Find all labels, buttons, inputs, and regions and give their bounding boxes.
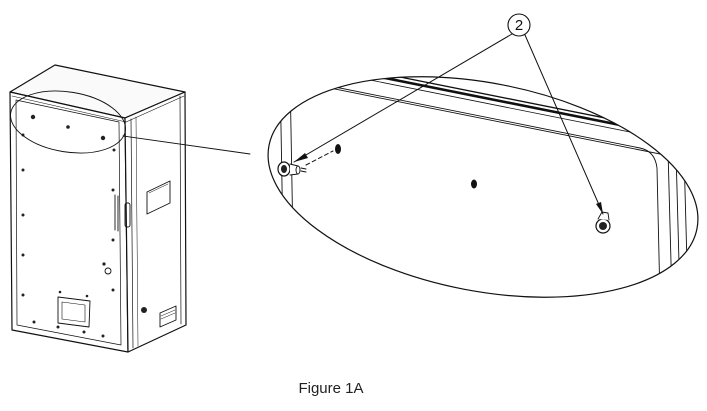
fastener-hole-left — [335, 144, 341, 154]
fastener-hole-center — [471, 179, 477, 189]
label-plate-upper — [146, 180, 171, 215]
front-port — [104, 267, 112, 275]
figure-caption-row: Figure 1A — [0, 380, 707, 397]
side-handle — [124, 202, 131, 228]
cabinet-unit — [9, 64, 187, 353]
screw-right — [595, 211, 611, 234]
detail-marker-ellipse — [10, 90, 126, 154]
magnified-detail — [249, 44, 707, 301]
callout-2 — [293, 13, 604, 215]
figure-caption: Figure 1A — [298, 380, 364, 397]
top-fasteners — [30, 114, 106, 141]
insertion-path — [305, 150, 334, 166]
cabinet-side — [124, 91, 187, 353]
leader-line — [122, 135, 251, 155]
front-fasteners — [21, 133, 116, 338]
screw-left — [277, 161, 307, 177]
access-panel — [57, 296, 91, 328]
label-plate-lower — [159, 305, 177, 328]
callout-leader-right — [524, 34, 604, 215]
callout-circle — [507, 13, 531, 37]
callout-number: 2 — [515, 17, 523, 34]
callout-leader-left — [293, 33, 513, 163]
cabinet-front — [9, 91, 129, 353]
magnifier-ellipse — [267, 76, 699, 298]
